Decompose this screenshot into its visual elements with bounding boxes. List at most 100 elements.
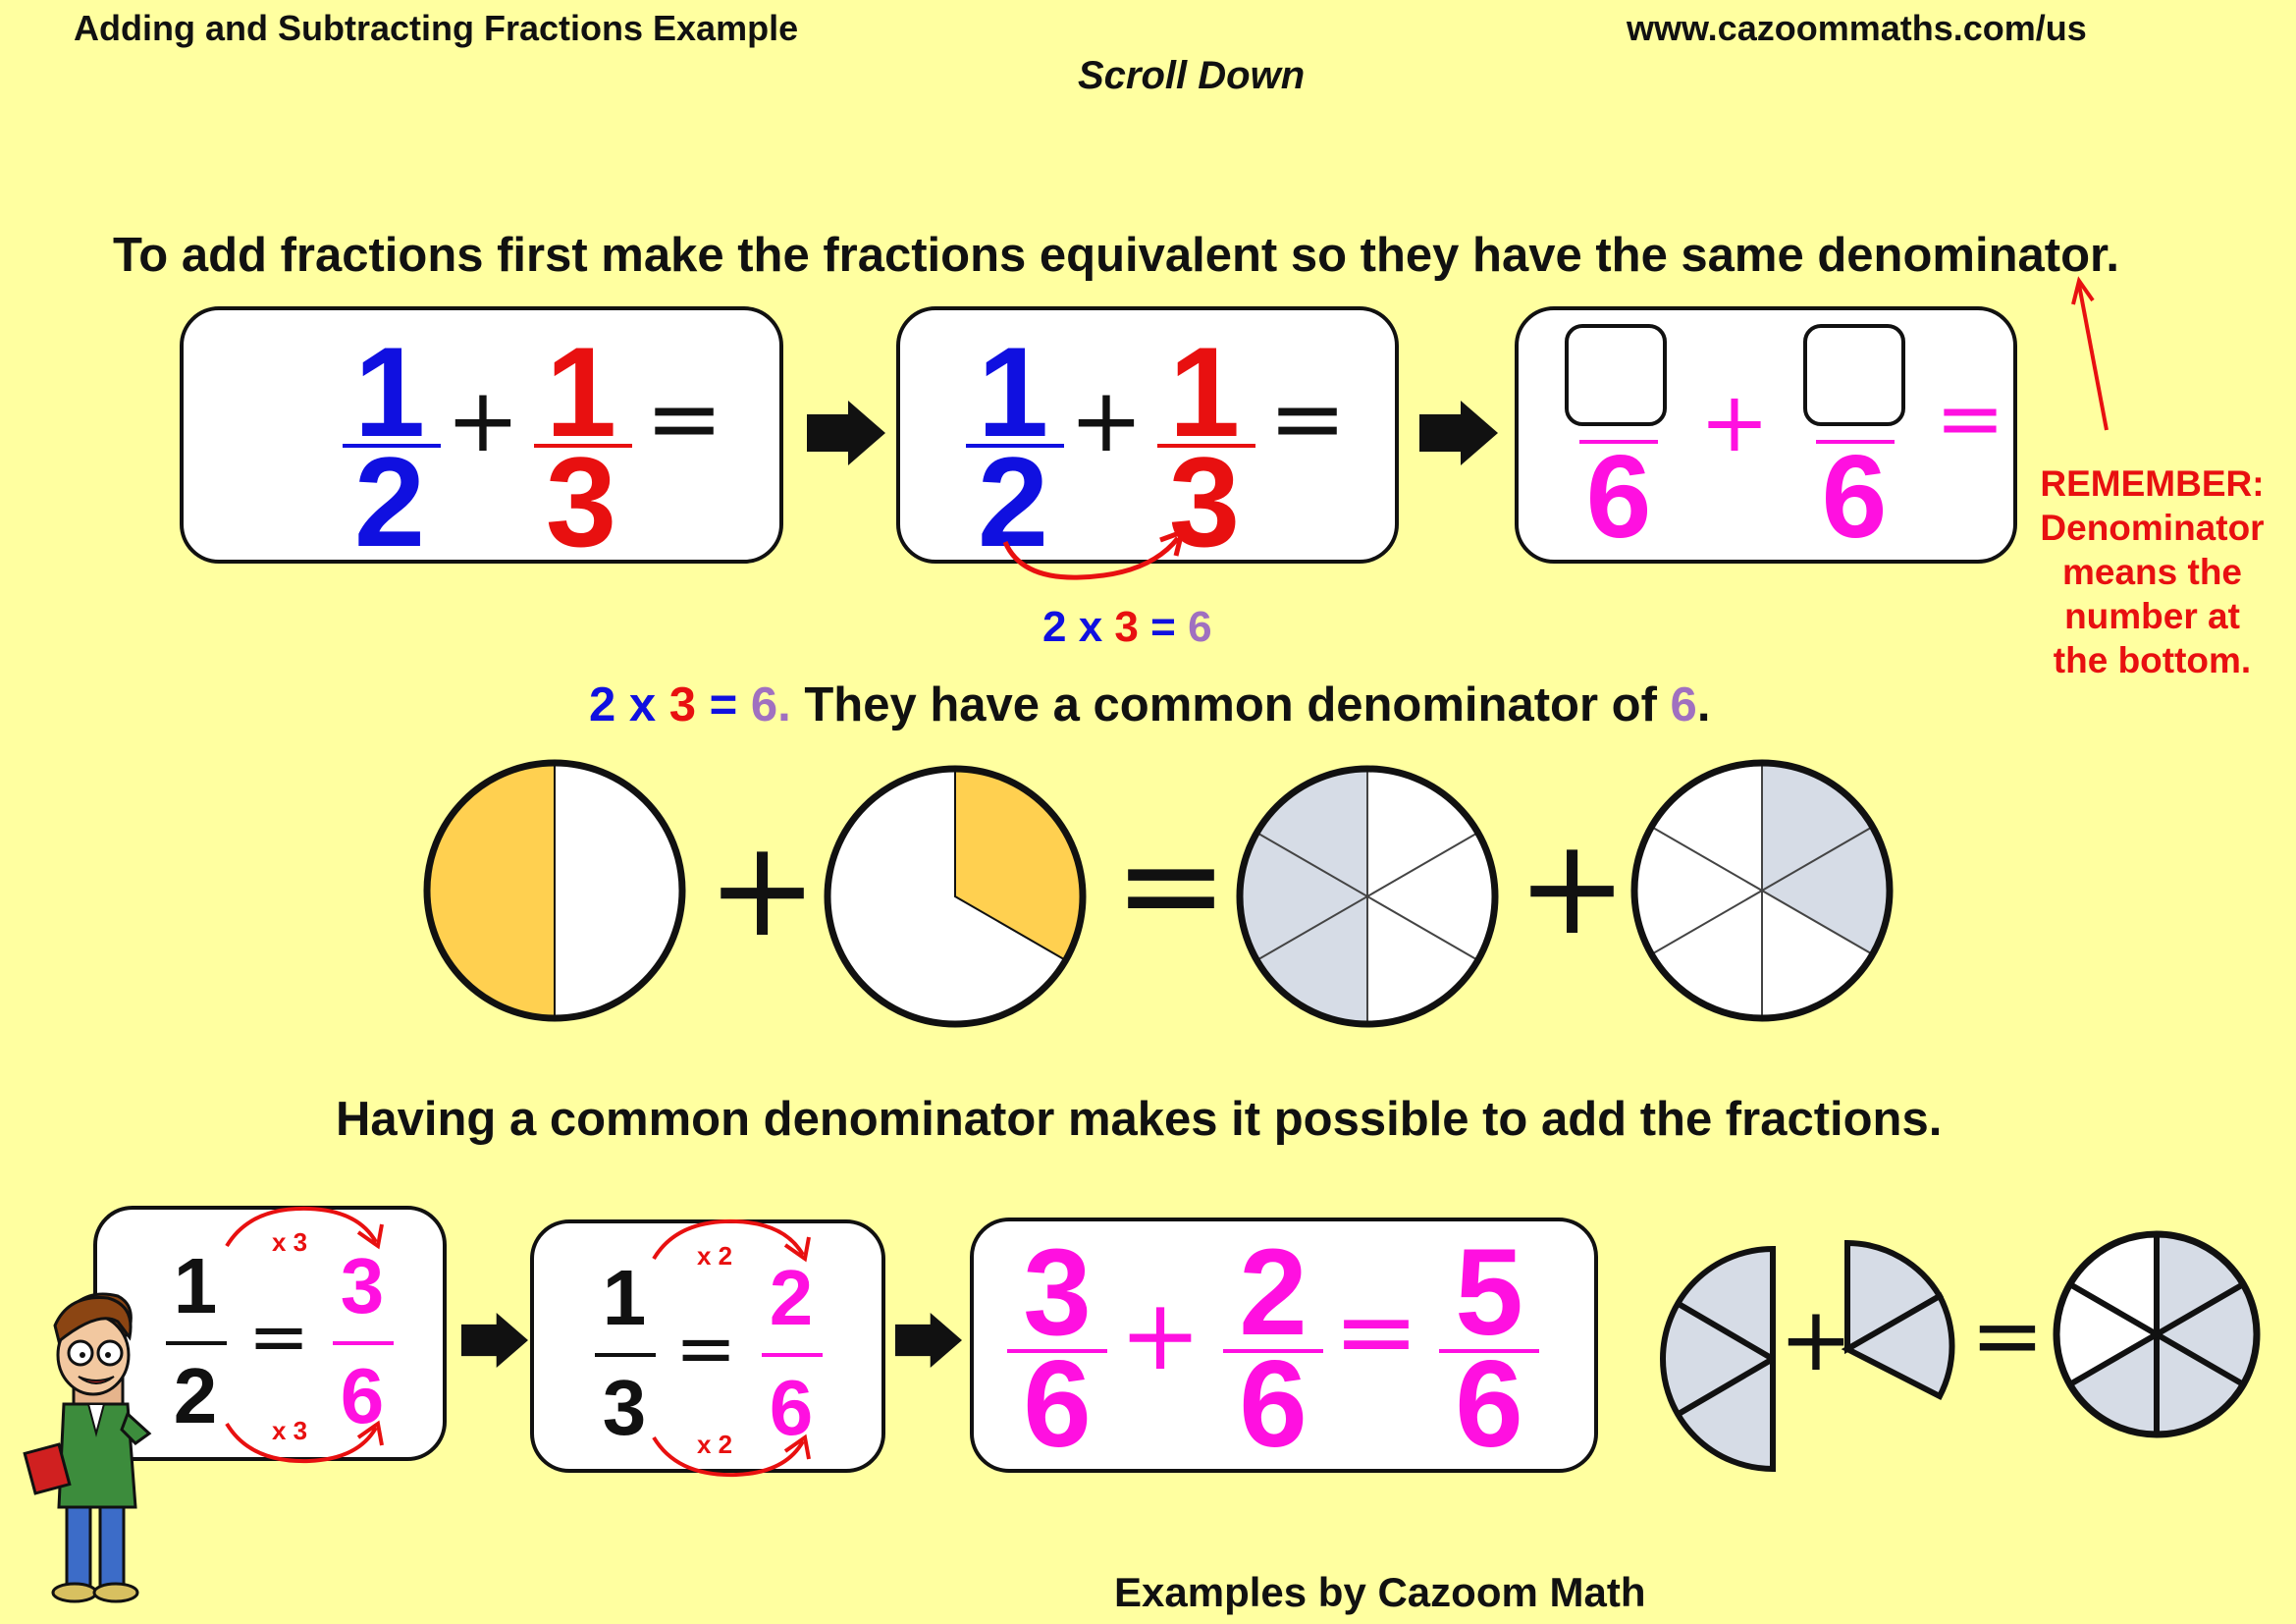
- denominator: 6: [1239, 1336, 1308, 1473]
- fraction-bar: [333, 1341, 394, 1345]
- three-sixths-pieces-diagram: [1660, 1245, 1776, 1473]
- half-circle-diagram: [423, 759, 686, 1022]
- factor-a: 2 x: [589, 678, 657, 731]
- numerator: 1: [173, 1242, 218, 1329]
- arrow-right-icon: [461, 1312, 528, 1369]
- numerator: 3: [1023, 1224, 1092, 1361]
- denominator: 2: [977, 430, 1049, 573]
- numerator: 1: [1168, 320, 1241, 463]
- site-url[interactable]: www.cazoommaths.com/us: [1627, 8, 2087, 48]
- denominator: 6: [1455, 1336, 1523, 1473]
- numerator: 3: [340, 1242, 385, 1329]
- numerator: 1: [353, 320, 426, 463]
- pointer-arrow-icon: [2071, 276, 2109, 431]
- arrow-right-icon: [1419, 401, 1498, 465]
- plus-sign: +: [707, 812, 819, 966]
- sixths-circle-diagram: [1630, 759, 1894, 1022]
- empty-numerator-box[interactable]: [1565, 324, 1667, 426]
- denominator: 6: [769, 1364, 814, 1451]
- equals-sign: =: [1935, 370, 2005, 467]
- product-equation: 2 x 3 = 6: [1042, 603, 1212, 652]
- fraction-box-3: 6 + 6 =: [1515, 306, 2017, 564]
- third-circle-diagram: [824, 765, 1087, 1028]
- fraction-box-1: 1 2 + 1 3 =: [180, 306, 783, 573]
- denominator: 3: [602, 1364, 647, 1451]
- fraction-bar: [1579, 440, 1658, 444]
- equivalent-box-2: 1 3 = 2 6 x 2 x 2: [530, 1219, 885, 1473]
- empty-numerator-box[interactable]: [1803, 324, 1905, 426]
- curved-arrow-icon: [1002, 528, 1186, 580]
- fraction-bar: [966, 444, 1064, 448]
- footer-credit: Examples by Cazoom Math: [1114, 1569, 1646, 1615]
- plus-sign: +: [1699, 374, 1770, 471]
- product-equals: =: [1150, 603, 1176, 651]
- product-result: 6: [1188, 603, 1212, 651]
- denominator: 2: [353, 430, 426, 573]
- equals-sign: =: [1333, 1272, 1419, 1391]
- scroll-hint: Scroll Down: [1078, 54, 1306, 97]
- sentence-text: They have a common denominator of: [790, 678, 1657, 731]
- sixths-circle-diagram: [1236, 765, 1499, 1028]
- multiplier-label: x 3: [272, 1227, 308, 1257]
- equals-sign: =: [247, 1293, 310, 1380]
- plus-sign: +: [1119, 1277, 1201, 1392]
- fraction-bar: [1223, 1349, 1323, 1353]
- numerator: 1: [977, 320, 1049, 463]
- equals: =: [709, 678, 738, 731]
- fraction-bar: [1816, 440, 1895, 444]
- equivalent-box-1: 1 2 = 3 6 x 3 x 3: [93, 1206, 447, 1461]
- five-sixths-circle-diagram: [2053, 1230, 2261, 1438]
- fraction-bar: [534, 444, 632, 448]
- common-denominator-sentence: 2 x 3 = 6. They have a common denominato…: [589, 677, 1710, 732]
- two-sixths-pieces-diagram: [1841, 1239, 1955, 1401]
- remember-line: number at: [2064, 596, 2240, 636]
- multiplier-label: x 2: [697, 1241, 733, 1271]
- teacher-mascot-image: [23, 1292, 152, 1603]
- fraction-bar: [595, 1353, 656, 1357]
- fraction-bar: [1007, 1349, 1107, 1353]
- arrow-right-icon: [807, 401, 885, 465]
- remember-note: REMEMBER: Denominator means the number a…: [2032, 461, 2272, 682]
- denominator: 6: [1821, 431, 1888, 563]
- plus-sign: +: [1069, 369, 1144, 472]
- multiplier-label: x 3: [272, 1416, 308, 1445]
- equals-sign: =: [1113, 805, 1229, 965]
- fraction-bar: [166, 1341, 227, 1345]
- remember-line: means the: [2061, 552, 2242, 592]
- curved-arrow-icon: [652, 1434, 811, 1478]
- numerator: 1: [545, 320, 617, 463]
- numerator: 1: [602, 1254, 647, 1341]
- denominator: 3: [545, 430, 617, 573]
- product-factor-a: 2 x: [1042, 603, 1103, 651]
- remember-line: REMEMBER:: [2040, 463, 2265, 504]
- intro-sentence: To add fractions first make the fraction…: [113, 229, 2120, 282]
- curved-arrow-icon: [225, 1420, 384, 1464]
- remember-line: Denominator: [2040, 508, 2265, 548]
- multiplier-label: x 2: [697, 1430, 733, 1459]
- remember-line: the bottom.: [2053, 640, 2252, 680]
- sentence-end: .: [1696, 678, 1711, 731]
- arrow-right-icon: [895, 1312, 962, 1369]
- numerator: 5: [1455, 1224, 1523, 1361]
- equals-sign: =: [1268, 365, 1347, 473]
- fraction-bar: [343, 444, 441, 448]
- curved-arrow-icon: [225, 1206, 384, 1250]
- plus-sign: +: [1779, 1288, 1853, 1391]
- possible-sentence: Having a common denominator makes it pos…: [336, 1093, 1943, 1146]
- fraction-bar: [1157, 444, 1255, 448]
- fraction-bar: [762, 1353, 823, 1357]
- plus-sign: +: [1517, 810, 1629, 964]
- page-title: Adding and Subtracting Fractions Example: [74, 8, 799, 48]
- result: 6.: [750, 678, 791, 731]
- sum-box: 3 6 + 2 6 = 5 6: [970, 1218, 1598, 1473]
- denominator-value: 6: [1670, 678, 1697, 731]
- equals-sign: =: [1970, 1284, 2045, 1387]
- denominator: 6: [1023, 1336, 1092, 1473]
- equals-sign: =: [674, 1305, 737, 1391]
- fraction-bar: [1439, 1349, 1539, 1353]
- numerator: 2: [769, 1254, 814, 1341]
- denominator: 2: [173, 1352, 218, 1439]
- plus-sign: +: [446, 369, 520, 472]
- product-factor-b: 3: [1114, 603, 1139, 651]
- curved-arrow-icon: [652, 1218, 811, 1263]
